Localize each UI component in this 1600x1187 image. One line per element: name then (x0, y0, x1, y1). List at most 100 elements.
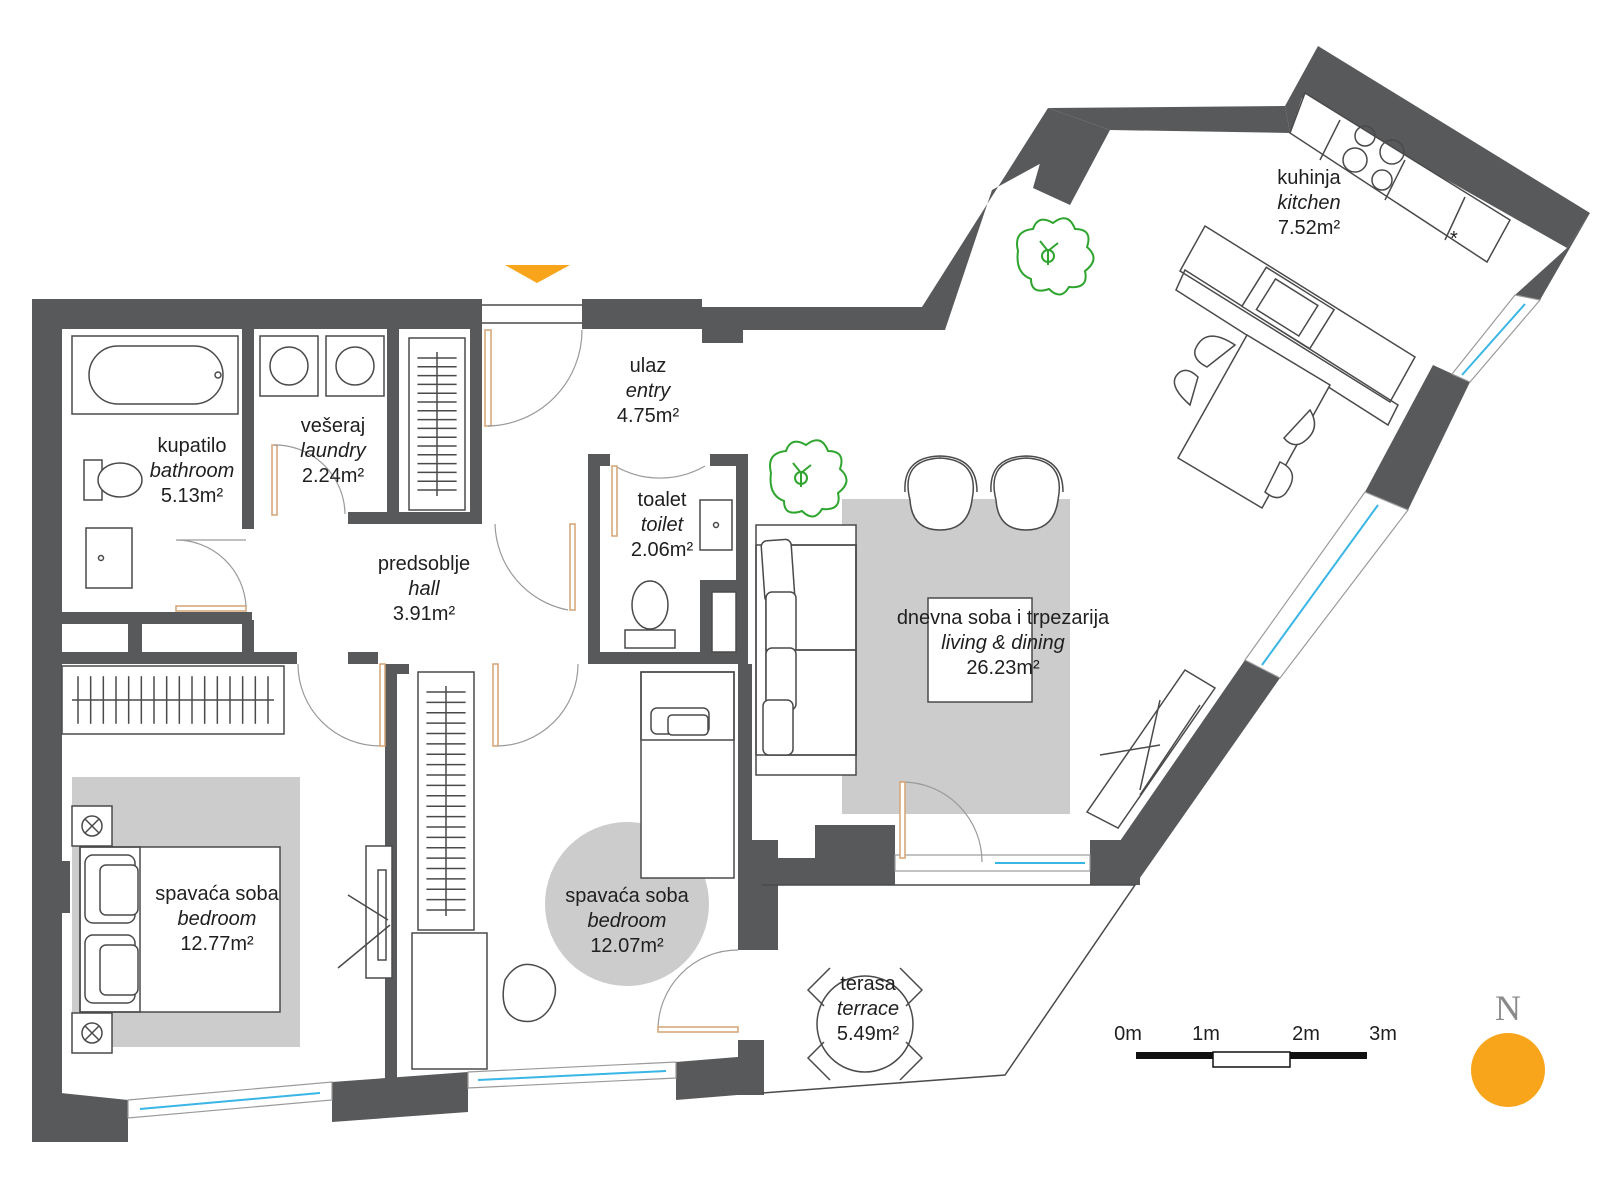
room-name-en: bedroom (588, 910, 667, 932)
wall-left (32, 299, 62, 1109)
room-name: toalet (638, 489, 687, 511)
washing-machine (259, 335, 319, 397)
toilet-sink (699, 499, 733, 551)
room-label-spavaca-2: spavaća soba bedroom 12.07m² (565, 885, 689, 957)
pillow (99, 864, 139, 916)
armchair (993, 457, 1060, 531)
wardrobe-bedroom-2 (417, 671, 475, 931)
desk (411, 932, 488, 1070)
wall-closet-right (470, 329, 482, 514)
room-area: 12.07m² (590, 935, 664, 957)
wardrobe-hall (408, 337, 466, 511)
wall-right-upper (1515, 213, 1590, 300)
kitchen: * (1175, 91, 1511, 427)
living-room-furniture (755, 455, 1217, 829)
wall-laundry-right (387, 329, 399, 514)
walls (32, 46, 1590, 1142)
wall-living-bottom (738, 840, 778, 950)
room-label-toalet: toalet toilet 2.06m² (631, 489, 694, 561)
plants (769, 217, 1095, 518)
doors (175, 304, 983, 1033)
room-area: 2.06m² (631, 539, 694, 561)
room-name-en: entry (626, 380, 671, 402)
room-name-en: kitchen (1277, 192, 1340, 214)
room-name-en: hall (408, 578, 440, 600)
wall-top-ridge (1048, 106, 1290, 133)
wall-closet2-left (397, 664, 409, 674)
entrance-marker-icon (505, 265, 570, 283)
door-bedroom-2-terrace (657, 949, 739, 1033)
door-bedroom-1 (297, 663, 386, 747)
wardrobe-bedroom-1 (61, 665, 285, 735)
dining-chair (1173, 369, 1199, 407)
bathroom-fixtures (71, 335, 239, 589)
desk-chair (502, 963, 557, 1023)
room-label-terasa: terasa terrace 5.49m² (837, 973, 900, 1045)
armchair (907, 457, 974, 531)
room-name: kupatilo (158, 435, 227, 457)
wall-hall-bottom (348, 652, 378, 664)
window-right-upper (1451, 294, 1542, 383)
room-area: 12.77m² (180, 933, 254, 955)
wall-toilet-top (588, 454, 610, 466)
door-living-terrace (899, 781, 983, 863)
toilet-bowl (631, 580, 669, 630)
room-name: vešeraj (301, 415, 365, 437)
wall-bottom-mid (332, 1072, 468, 1122)
room-name: dnevna soba i trpezarija (897, 607, 1110, 629)
wall-left-bump (32, 861, 70, 913)
bedroom-1-tv-console (365, 845, 393, 979)
room-area: 5.49m² (837, 1023, 900, 1045)
terrace-outline (761, 884, 1137, 1094)
scale-label-1: 1m (1192, 1023, 1220, 1045)
room-name: kuhinja (1277, 167, 1341, 189)
door-entry (482, 304, 583, 427)
bathroom-sink (85, 527, 133, 589)
room-label-veseraj: vešeraj laundry 2.24m² (300, 415, 367, 487)
pillow (667, 714, 709, 736)
scale-label-3: 3m (1369, 1023, 1397, 1045)
compass: N (1471, 988, 1545, 1107)
north-arrow-icon: N (1495, 988, 1521, 1028)
wall-terrace-top (752, 858, 892, 885)
room-area: 5.13m² (161, 485, 224, 507)
door-laundry (271, 444, 346, 516)
wall-toilet-bottom (588, 652, 748, 664)
wardrobes (61, 337, 475, 931)
fridge-icon: * (1450, 228, 1458, 250)
pillow (99, 944, 139, 996)
terrace-table (816, 975, 914, 1073)
wall-right-pillar-2 (1100, 660, 1280, 885)
single-bed (640, 671, 735, 879)
toilet-shaft-box (711, 591, 737, 653)
wall-top-mid (582, 299, 702, 329)
room-name: terasa (840, 973, 896, 995)
wall-top-jog (702, 307, 922, 343)
room-label-spavaca-1: spavaća soba bedroom 12.77m² (155, 883, 279, 955)
window-living-bottom (894, 854, 1091, 872)
room-name: spavaća soba (155, 883, 279, 905)
tv-unit (1085, 668, 1217, 829)
room-area: 26.23m² (966, 657, 1040, 679)
dining-chair (1283, 408, 1316, 446)
room-label-kupatilo: kupatilo bathroom 5.13m² (150, 435, 235, 507)
laundry-machines (259, 335, 385, 397)
bedroom-1-furniture (71, 805, 393, 1054)
door-hall-closet (494, 523, 576, 611)
scale-bar: 0m 1m 2m 3m (1114, 1023, 1397, 1068)
terrace-furniture (806, 967, 924, 1081)
dining-chair (1194, 335, 1237, 368)
wall-toilet-top-r (710, 454, 740, 466)
window-right-lower (1244, 491, 1409, 679)
dining-chair (1264, 461, 1294, 499)
door-bathroom (175, 539, 247, 612)
sun-icon (1471, 1033, 1545, 1107)
room-label-kuhinja: kuhinja kitchen 7.52m² (1277, 167, 1341, 239)
room-label-predsoblje: predsoblje hall 3.91m² (378, 553, 470, 625)
plant-icon (769, 439, 848, 518)
scale-label-2: 2m (1292, 1023, 1320, 1045)
wall-top-right-peak (1285, 46, 1590, 248)
plant-icon (1016, 217, 1095, 296)
wall-bath-bottom (62, 612, 252, 624)
